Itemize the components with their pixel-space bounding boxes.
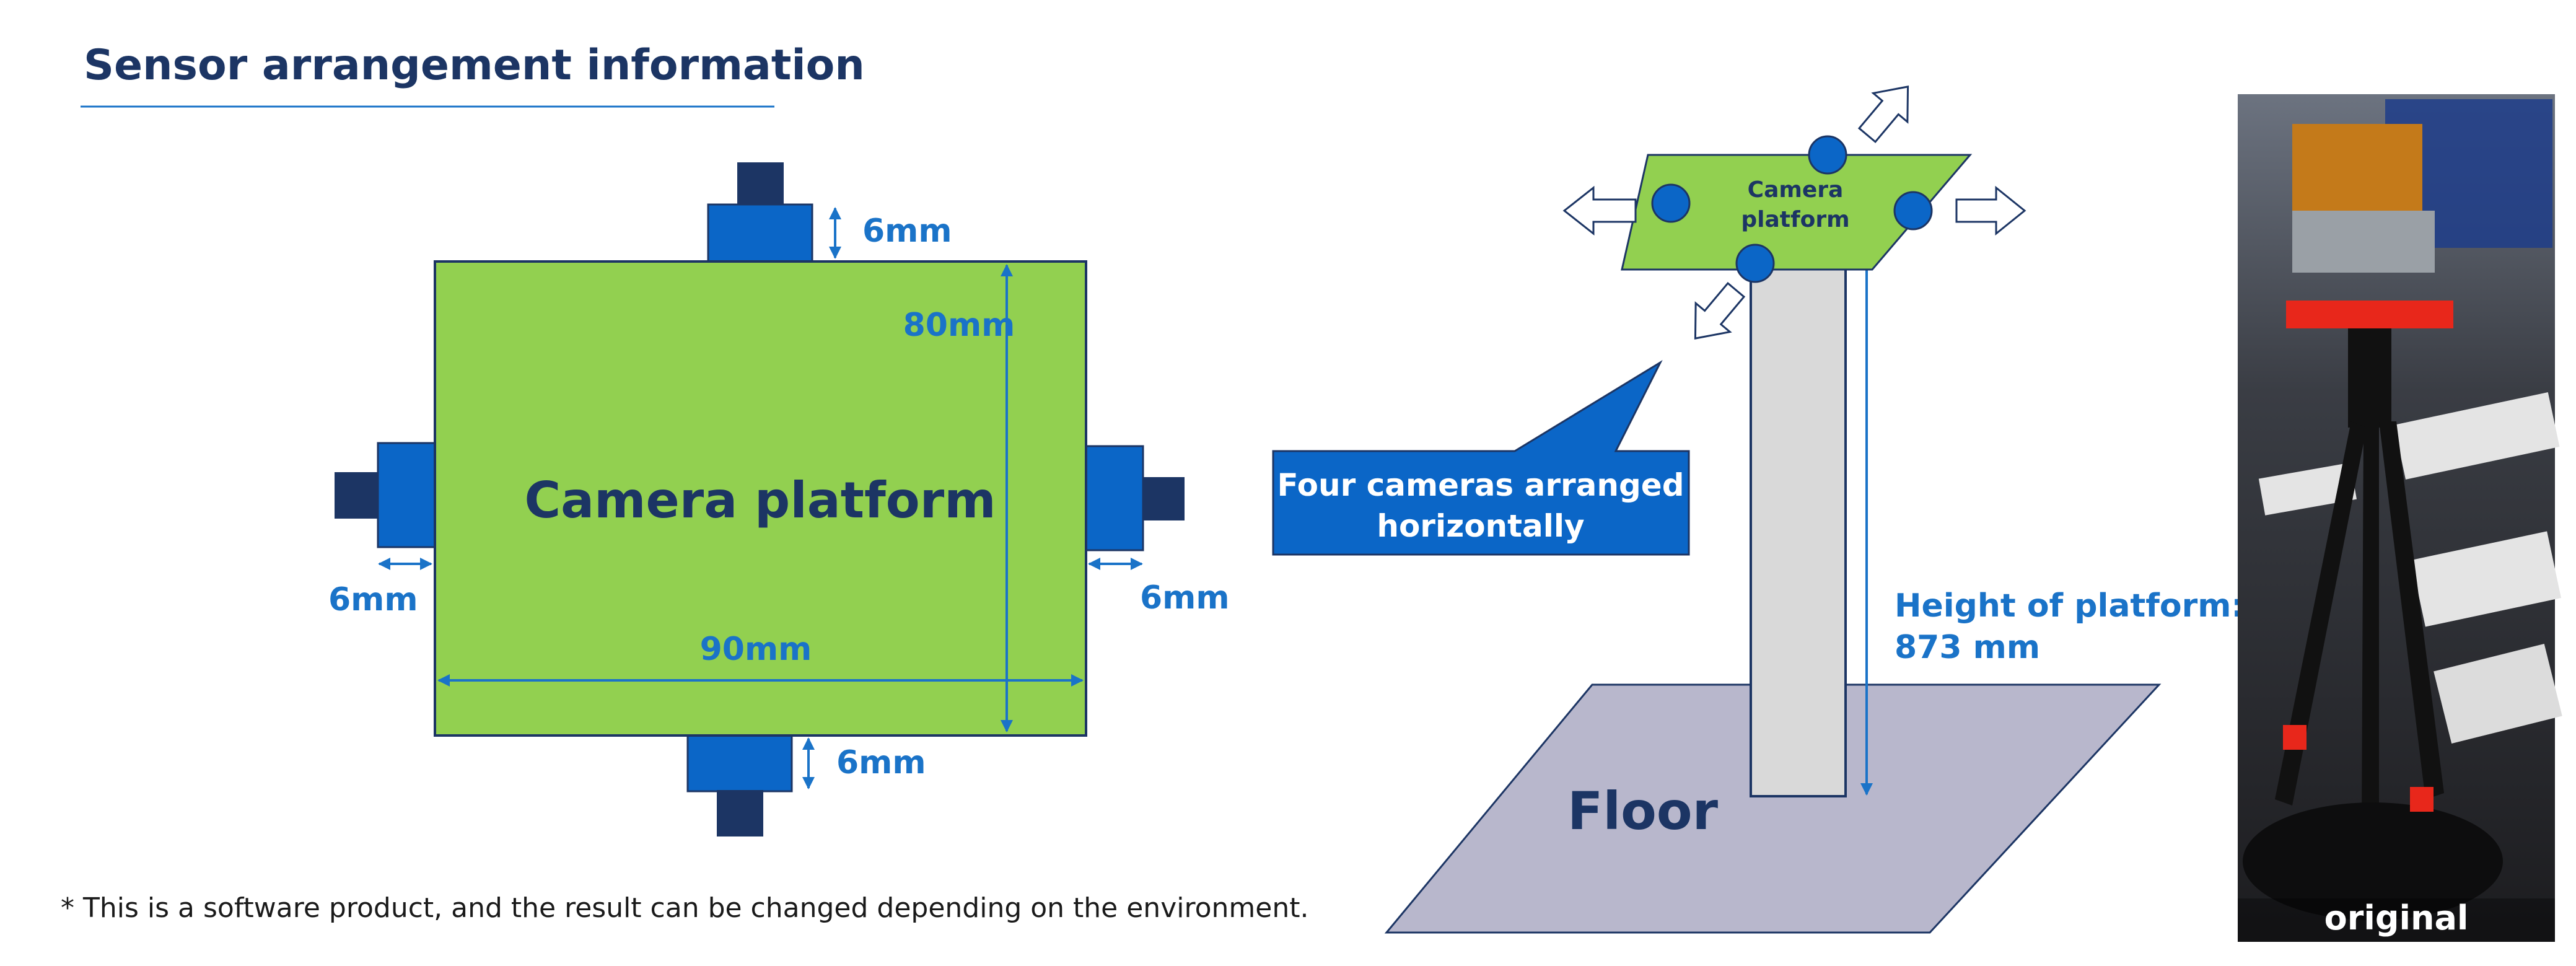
photo-floor-panel-3 [2411, 531, 2561, 627]
side-platform-label-line2: platform [1741, 207, 1849, 232]
left-offset-label: 6mm [328, 581, 418, 618]
bottom-camera-lens [717, 790, 763, 836]
photo-tripod-head [2348, 328, 2391, 428]
right-camera-lens [1138, 477, 1185, 520]
left-camera-body [377, 442, 436, 548]
top-camera-body [707, 203, 813, 263]
width-dimension-label: 90mm [700, 631, 812, 668]
photo-caption-backdrop [2238, 898, 2555, 942]
floor [1384, 683, 2162, 934]
depth-dimension-label: 80mm [903, 307, 1015, 344]
photo-red-plate [2286, 301, 2453, 328]
bottom-offset-label: 6mm [836, 744, 926, 781]
left-direction-arrow-icon [1562, 185, 1637, 236]
robot-photo: original [2238, 94, 2562, 942]
right-camera-body [1085, 445, 1144, 551]
side-view-diagram: Floor Height of platform: 873 mm Camera … [1272, 86, 2244, 934]
left-camera-lens [335, 472, 381, 519]
right-direction-arrow-icon [1955, 185, 2026, 236]
right-offset-label: 6mm [1140, 579, 1230, 617]
photo-tripod-leg-right [2379, 421, 2444, 799]
top-view-diagram: Camera platform 90mm 80mm 6mm 6mm 6mm 6m… [328, 162, 1230, 836]
camera-dot-right [1893, 191, 1933, 231]
photo-floor-panel-4 [2434, 644, 2562, 744]
camera-dot-front [1735, 244, 1775, 283]
front-direction-arrow-icon [1694, 281, 1746, 340]
platform-pole [1750, 259, 1847, 797]
photo-floor-panel-2 [2258, 462, 2357, 516]
photo-base-red-clip-left [2283, 725, 2307, 750]
height-label-line2: 873 mm [1895, 629, 2040, 666]
side-platform-label-line1: Camera [1748, 177, 1844, 203]
floor-label: Floor [1567, 781, 1719, 841]
photo-robot-base [2243, 802, 2503, 920]
photo-tripod-leg-center [2362, 428, 2379, 824]
photo-base-red-clip-right [2410, 787, 2434, 812]
photo-board-stack [2292, 211, 2435, 273]
camera-platform-top [434, 260, 1087, 737]
camera-dot-left [1651, 183, 1691, 223]
top-offset-label: 6mm [862, 213, 952, 250]
height-label-line1: Height of platform: [1895, 587, 2244, 625]
photo-camera-rig [2292, 124, 2422, 211]
callout-line2: horizontally [1377, 508, 1584, 544]
camera-platform-label: Camera platform [524, 472, 996, 529]
bottom-camera-body [686, 733, 793, 793]
back-direction-arrow-icon [1857, 86, 1909, 144]
photo-caption: original [2324, 898, 2469, 937]
photo-tripod-leg-left [2275, 421, 2367, 806]
cameras-callout-box [1272, 359, 1690, 556]
top-camera-lens [737, 162, 784, 209]
callout-line1: Four cameras arranged [1277, 467, 1684, 503]
photo-floor-panel-1 [2394, 392, 2560, 480]
footnote: * This is a software product, and the re… [61, 892, 1308, 924]
page-title: Sensor arrangement information [84, 41, 865, 90]
camera-dot-back [1808, 135, 1847, 175]
camera-platform-side [1621, 154, 1973, 271]
